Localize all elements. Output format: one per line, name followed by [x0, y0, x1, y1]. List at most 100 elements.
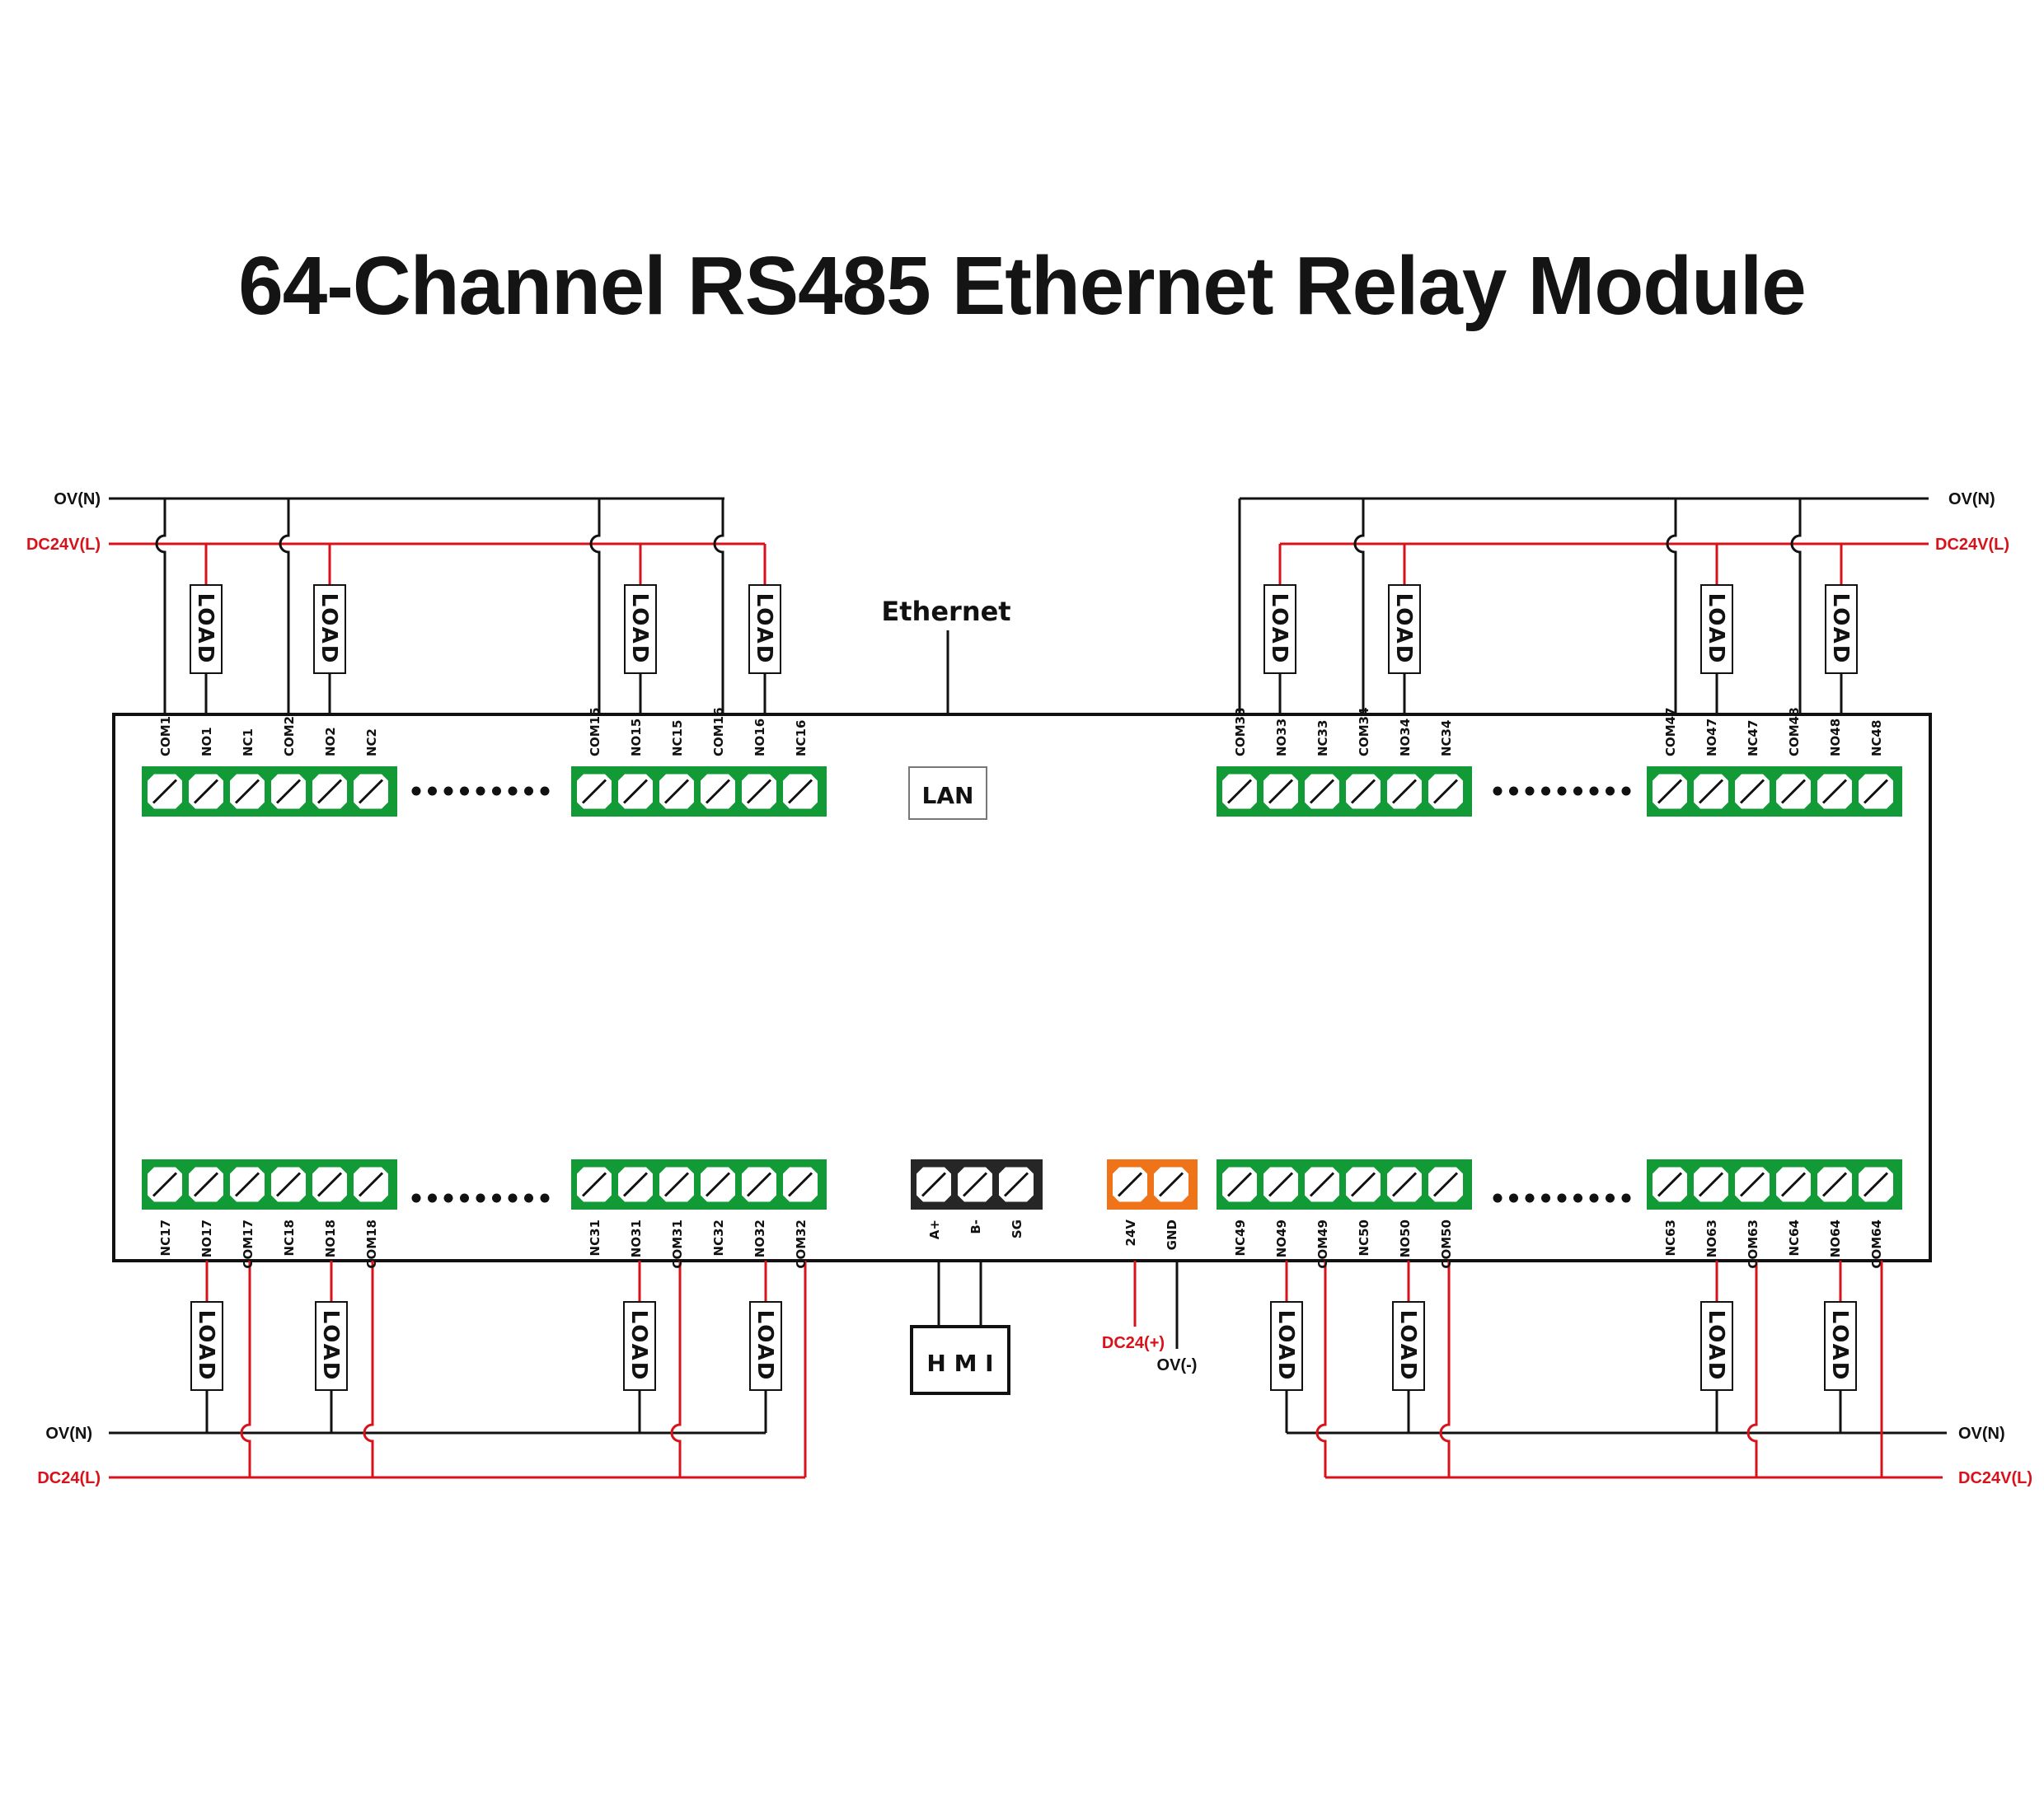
terminal-nc32[interactable] [701, 1167, 735, 1202]
terminal-com33[interactable] [1222, 774, 1257, 809]
terminal-label: NC16 [794, 720, 809, 756]
terminal-com50[interactable] [1428, 1167, 1463, 1202]
terminal-label: NO16 [752, 719, 767, 756]
screw-slot [1863, 1172, 1889, 1197]
load-label: LOAD [1828, 593, 1853, 665]
terminal-no31[interactable] [618, 1167, 653, 1202]
lan-port[interactable]: LAN [908, 766, 987, 820]
load: LOAD [1824, 1301, 1857, 1391]
rail-label-top-right-neutral: OV(N) [1948, 490, 1995, 508]
terminal-label: NO50 [1398, 1220, 1413, 1257]
dot [1606, 1193, 1615, 1203]
terminal-gnd[interactable] [1154, 1167, 1188, 1202]
terminal-no17[interactable] [189, 1167, 223, 1202]
terminal-label: NC49 [1233, 1220, 1248, 1256]
wire-com [155, 499, 166, 714]
terminal-com63[interactable] [1735, 1167, 1770, 1202]
terminal-sg[interactable] [999, 1167, 1034, 1202]
terminal-com17[interactable] [230, 1167, 265, 1202]
load-label: LOAD [1704, 593, 1728, 665]
terminal-b[interactable] [958, 1167, 992, 1202]
terminal-com1[interactable] [148, 774, 182, 809]
screw-slot [1432, 779, 1459, 804]
load: LOAD [190, 584, 223, 674]
dot [1557, 786, 1567, 796]
terminal-no49[interactable] [1263, 1167, 1298, 1202]
terminal-nc31[interactable] [577, 1167, 612, 1202]
terminal-nc1[interactable] [230, 774, 265, 809]
dot [492, 786, 501, 796]
load: LOAD [624, 584, 657, 674]
wire-com [1353, 499, 1365, 714]
load: LOAD [1270, 1301, 1303, 1391]
terminal-no34[interactable] [1387, 774, 1422, 809]
terminal-no47[interactable] [1694, 774, 1728, 809]
terminal-no33[interactable] [1263, 774, 1298, 809]
terminal-nc47[interactable] [1735, 774, 1770, 809]
terminal-com48[interactable] [1776, 774, 1811, 809]
terminal-nc2[interactable] [354, 774, 388, 809]
ellipsis-separator [1493, 786, 1631, 796]
terminal-label: COM17 [241, 1220, 256, 1269]
load-box [1263, 584, 1296, 674]
terminal-com15[interactable] [577, 774, 612, 809]
terminal-no18[interactable] [312, 1167, 347, 1202]
terminal-nc49[interactable] [1222, 1167, 1257, 1202]
terminal-a[interactable] [917, 1167, 951, 1202]
terminal-nc17[interactable] [148, 1167, 182, 1202]
terminal-com49[interactable] [1305, 1167, 1339, 1202]
terminal-nc48[interactable] [1859, 774, 1893, 809]
terminal-no15[interactable] [618, 774, 653, 809]
terminal-com16[interactable] [701, 774, 735, 809]
terminal-nc64[interactable] [1776, 1167, 1811, 1202]
terminal-label: COM47 [1663, 707, 1678, 756]
terminal-no48[interactable] [1817, 774, 1852, 809]
terminal-nc34[interactable] [1428, 774, 1463, 809]
terminal-label: NO64 [1828, 1220, 1843, 1257]
terminal-label: NO18 [323, 1220, 338, 1257]
terminal-no50[interactable] [1387, 1167, 1422, 1202]
terminal-no16[interactable] [742, 774, 776, 809]
dot [1541, 786, 1550, 796]
wire-com [240, 1261, 251, 1477]
dot [540, 1193, 550, 1203]
terminal-com2[interactable] [271, 774, 306, 809]
rail-label-bottom-left-neutral: OV(N) [45, 1425, 92, 1443]
terminal-nc16[interactable] [783, 774, 818, 809]
terminal-com18[interactable] [354, 1167, 388, 1202]
rail-label-top-right-live: DC24V(L) [1935, 536, 2009, 554]
terminal-com47[interactable] [1653, 774, 1687, 809]
load-box [1825, 584, 1858, 674]
power-negative-label: OV(-) [1157, 1356, 1198, 1374]
screw-slot [787, 779, 813, 804]
terminal-no1[interactable] [189, 774, 223, 809]
screw-slot [921, 1172, 947, 1197]
terminal-com31[interactable] [659, 1167, 694, 1202]
terminal-24v[interactable] [1113, 1167, 1147, 1202]
rail-label-bottom-right-live: DC24V(L) [1958, 1469, 2032, 1487]
terminal-nc18[interactable] [271, 1167, 306, 1202]
terminal-nc33[interactable] [1305, 774, 1339, 809]
terminal-nc63[interactable] [1653, 1167, 1687, 1202]
screw-slot [1003, 1172, 1029, 1197]
load-label: LOAD [193, 593, 218, 665]
load-box [313, 584, 346, 674]
terminal-com64[interactable] [1859, 1167, 1893, 1202]
screw-slot [358, 779, 384, 804]
terminal-com34[interactable] [1346, 774, 1381, 809]
dot [1621, 1193, 1631, 1203]
screw-slot [193, 1172, 219, 1197]
terminal-com32[interactable] [783, 1167, 818, 1202]
dot [443, 1193, 453, 1203]
terminal-no2[interactable] [312, 774, 347, 809]
terminal-label: NC63 [1663, 1220, 1678, 1256]
terminal-nc50[interactable] [1346, 1167, 1381, 1202]
terminal-no63[interactable] [1694, 1167, 1728, 1202]
terminal-nc15[interactable] [659, 774, 694, 809]
terminal-label: SG [1010, 1220, 1024, 1238]
dot [492, 1193, 501, 1203]
terminal-no32[interactable] [742, 1167, 776, 1202]
terminal-no64[interactable] [1817, 1167, 1852, 1202]
